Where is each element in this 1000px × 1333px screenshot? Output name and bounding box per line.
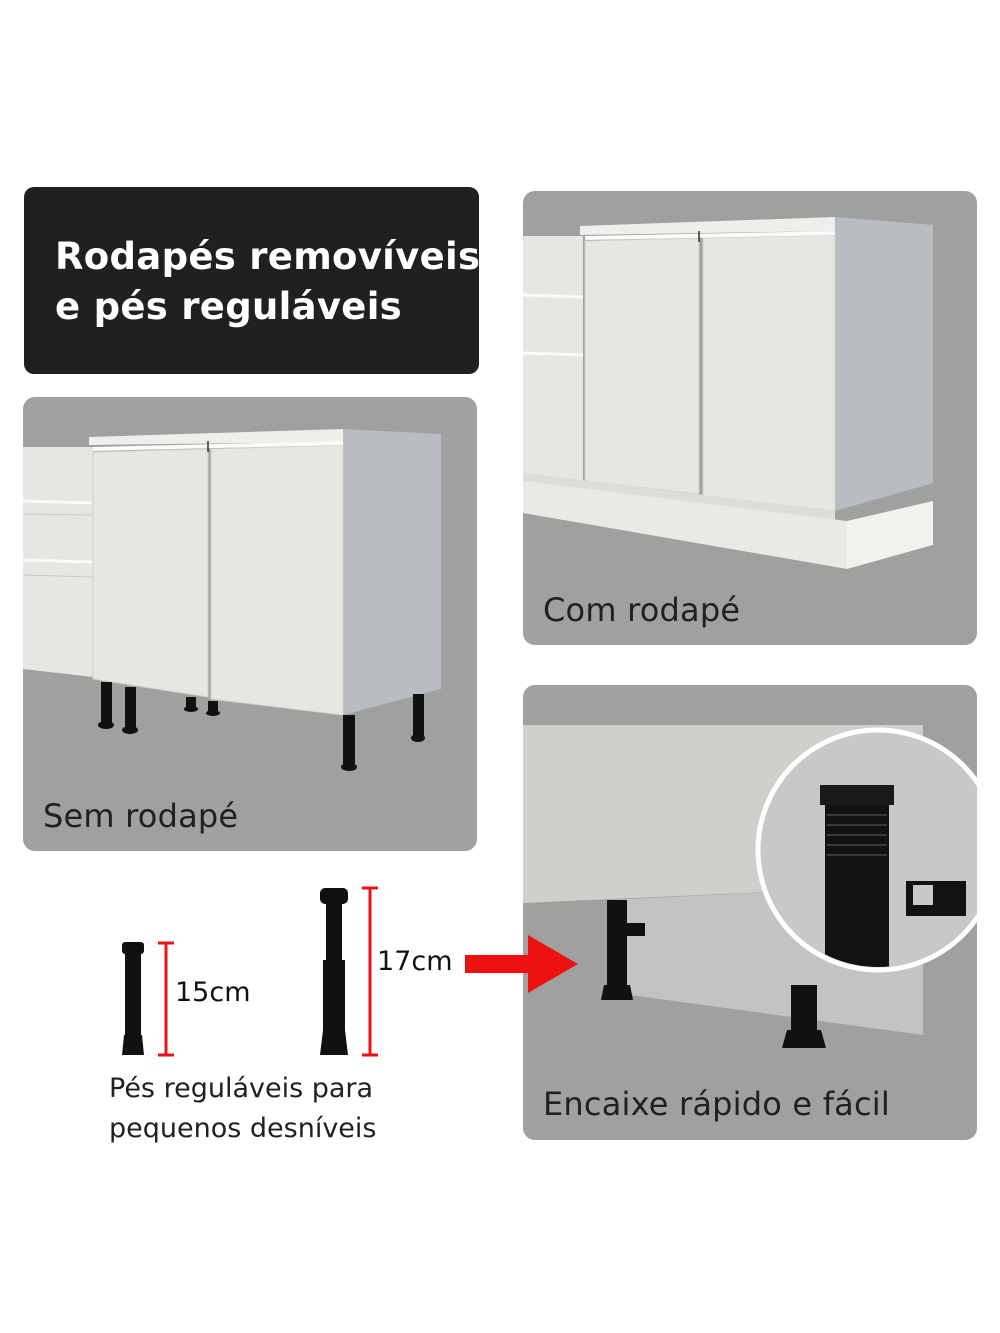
short-leg-icon — [122, 942, 144, 1055]
page-title: Rodapés removíveis e pés reguláveis — [55, 232, 480, 332]
panel-label-quick-fit: Encaixe rápido e fácil — [543, 1085, 890, 1123]
panel-quick-fit: Encaixe rápido e fácil — [523, 685, 977, 1140]
tall-leg-dimension-line — [362, 886, 378, 1057]
tall-leg-icon — [320, 888, 348, 1055]
panel-without-plinth: Sem rodapé — [23, 397, 477, 851]
short-leg-dimension-line — [158, 941, 174, 1057]
panel-label-with-plinth: Com rodapé — [543, 591, 741, 629]
panel-with-plinth: Com rodapé — [523, 191, 977, 645]
title-line-1: Rodapés removíveis — [55, 235, 481, 278]
cabinet-with-legs-illustration — [23, 429, 441, 771]
legs-caption-line-2: pequenos desníveis — [109, 1113, 377, 1144]
arrow-right-icon — [465, 935, 578, 993]
title-banner — [24, 187, 479, 374]
title-line-2: e pés reguláveis — [55, 285, 402, 328]
cabinet-with-plinth-illustration — [523, 217, 933, 569]
short-leg-height: 15cm — [175, 977, 251, 1008]
panel-label-without-plinth: Sem rodapé — [43, 797, 239, 835]
legs-caption: Pés reguláveis para pequenos desníveis — [109, 1069, 376, 1149]
adjustable-legs-illustration — [122, 886, 578, 1057]
legs-caption-line-1: Pés reguláveis para — [109, 1073, 374, 1104]
plinth-clip-illustration — [523, 725, 977, 1048]
tall-leg-height: 17cm — [377, 946, 453, 977]
